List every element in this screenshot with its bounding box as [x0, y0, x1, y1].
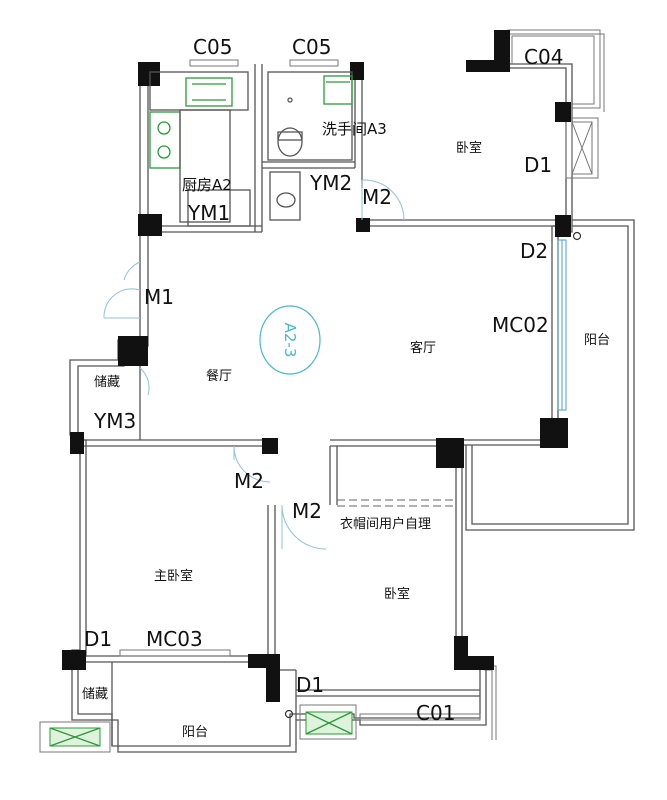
stamp-label: A2-3 [281, 323, 299, 358]
interior-walls [78, 64, 558, 746]
sw-ac-box [39, 721, 111, 753]
code-c04: C04 [524, 45, 563, 69]
code-d2: D2 [520, 239, 548, 263]
code-ym1: YM1 [187, 201, 230, 225]
code-c05-b: C05 [292, 35, 331, 59]
code-mc03: MC03 [146, 627, 203, 651]
code-m1: M1 [144, 285, 174, 309]
code-labels: C05 C05 C04 D1 YM2 M2 YM1 D2 M1 MC02 YM3… [84, 35, 563, 725]
code-d1-sw: D1 [84, 627, 112, 651]
stamp-ellipse [259, 305, 321, 375]
code-d1-s: D1 [296, 673, 324, 697]
room-storage-sw: 储藏 [82, 687, 108, 702]
door-swings [103, 179, 405, 550]
code-d1-ne: D1 [524, 153, 552, 177]
kitchen-fixtures [149, 71, 251, 227]
room-living: 客厅 [410, 340, 436, 356]
code-m2-top: M2 [362, 185, 392, 209]
mc02-slider [557, 239, 567, 411]
room-dining: 餐厅 [206, 368, 232, 384]
code-c01: C01 [416, 701, 455, 725]
code-c05-a: C05 [193, 35, 232, 59]
room-wash: 洗手间A3 [322, 120, 387, 138]
east-balcony [465, 219, 635, 531]
windows-top [119, 59, 481, 721]
room-bedroom-ne: 卧室 [456, 140, 482, 156]
se-bay [480, 665, 497, 740]
room-master: 主卧室 [154, 568, 193, 584]
code-ym2: YM2 [309, 171, 352, 195]
wash-fixtures [267, 71, 353, 221]
room-balcony-s: 阳台 [182, 725, 208, 740]
code-m2-mid: M2 [234, 469, 264, 493]
room-balcony-e: 阳台 [584, 333, 610, 348]
code-mc02: MC02 [492, 313, 549, 337]
code-ym3: YM3 [93, 409, 136, 433]
code-m2-cloak: M2 [292, 499, 322, 523]
room-labels: 厨房A2 洗手间A3 卧室 餐厅 客厅 阳台 储藏 主卧室 衣帽间用户自理 卧室… [82, 120, 610, 740]
room-cloak: 衣帽间用户自理 [340, 516, 431, 532]
s-ac-box [299, 704, 357, 740]
small-markers [284, 231, 582, 719]
room-bedroom-s: 卧室 [384, 586, 410, 602]
room-storage-w: 储藏 [94, 375, 120, 390]
room-kitchen: 厨房A2 [182, 176, 232, 194]
columns [62, 30, 571, 702]
